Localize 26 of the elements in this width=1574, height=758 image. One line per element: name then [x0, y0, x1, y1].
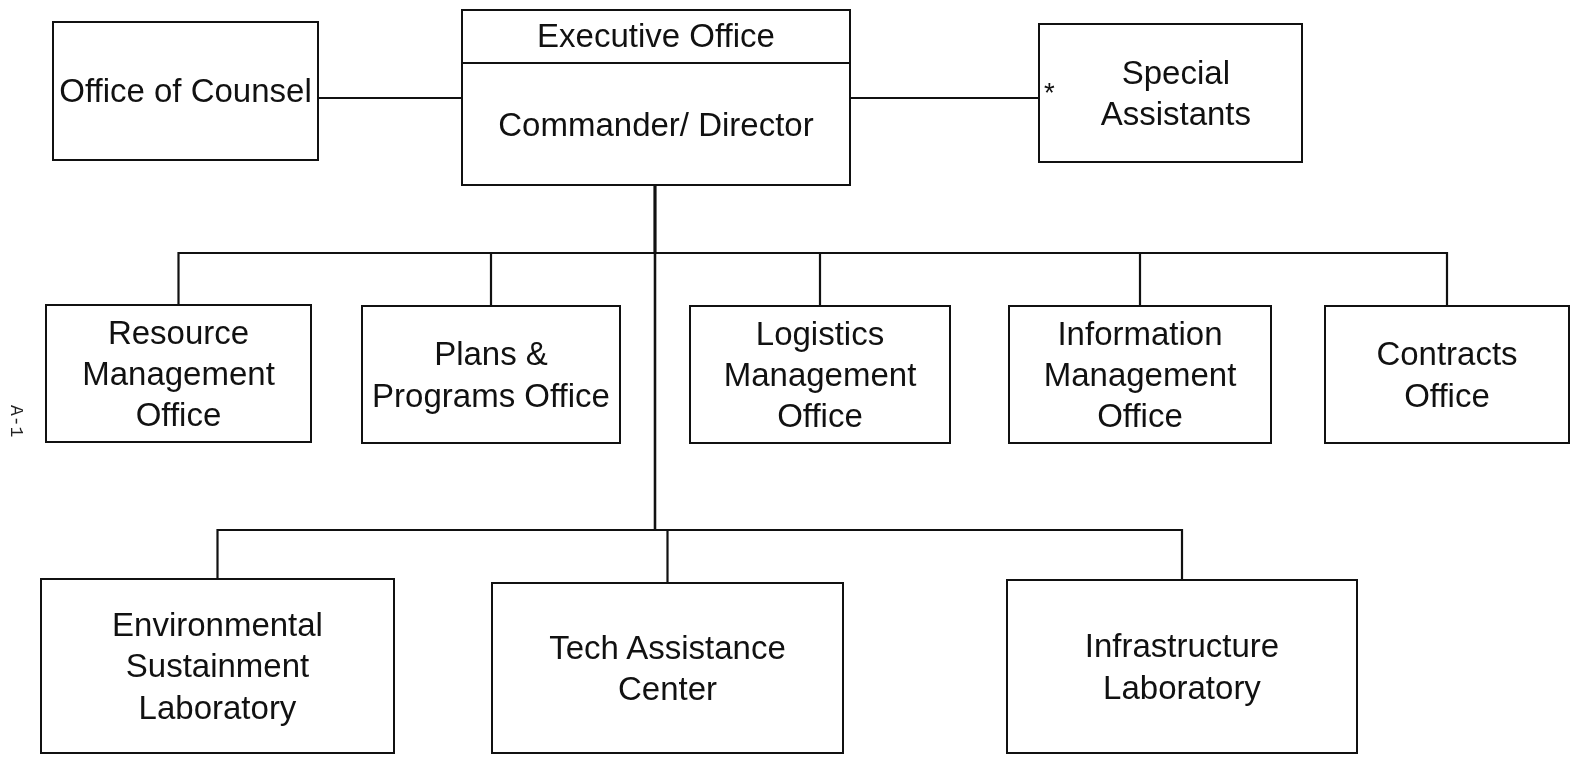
org-box [461, 9, 851, 186]
box-label: Contracts Office [1375, 334, 1519, 416]
connector-line [319, 96, 461, 100]
org-box [1006, 579, 1358, 754]
org-box [52, 21, 319, 161]
org-box [1038, 23, 1303, 163]
box-label: Logistics Management Office [722, 313, 918, 437]
connector-line [851, 96, 1038, 100]
box-label: Infrastructure Laboratory [1083, 626, 1281, 708]
box-label: Tech Assistance Center [548, 627, 787, 709]
org-box [361, 305, 621, 444]
org-box [40, 578, 395, 754]
box-label: Plans & Programs Office [371, 334, 611, 416]
box-label: Commander/ Director [497, 104, 815, 145]
box-label: Office of Counsel [58, 71, 313, 112]
org-box [1008, 305, 1272, 444]
page-number: A-1 [6, 405, 26, 438]
box-heading: Executive Office [463, 11, 849, 65]
org-box [45, 304, 312, 443]
org-box [491, 582, 844, 754]
box-label: Resource Management Office [81, 312, 276, 436]
box-label: Environmental Sustainment Laboratory [111, 605, 324, 728]
org-box [689, 305, 951, 444]
org-box [1324, 305, 1570, 444]
connector-line [653, 186, 1184, 579]
box-label: Information Management Office [1042, 313, 1238, 437]
